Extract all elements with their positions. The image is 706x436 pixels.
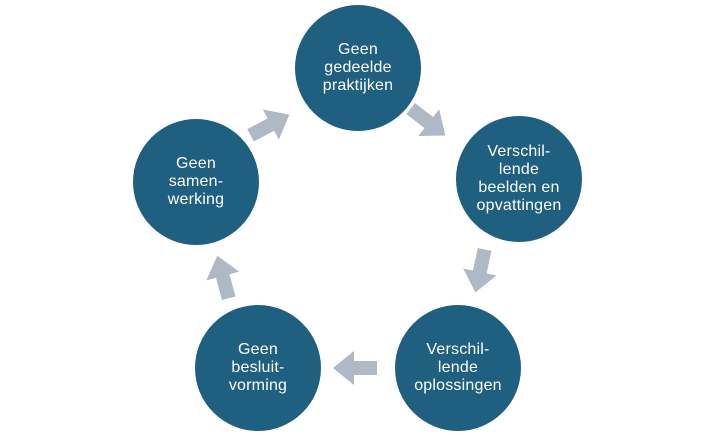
node-label-line: lende: [498, 161, 540, 178]
cycle-node-geen-samenwerking: Geen samen- werking: [131, 117, 261, 247]
cycle-node-verschillende-beelden-en-opvattingen: Verschil- lende beelden en opvattingen: [454, 114, 584, 244]
node-label-line: Verschil-: [426, 341, 490, 358]
block-arrow-up-icon: [198, 250, 249, 305]
block-arrow-down-right-icon: [398, 92, 459, 152]
node-label-line: werking: [167, 191, 225, 208]
node-label-line: praktijken: [322, 77, 394, 94]
block-arrow-up-right-icon: [240, 97, 299, 154]
node-label-line: Verschil-: [487, 143, 551, 160]
block-arrow-down-left-icon: [456, 244, 505, 297]
node-label-line: lende: [437, 359, 479, 376]
cycle-node-geen-besluitvorming: Geen besluit- vorming: [193, 303, 323, 433]
node-label-line: beelden en: [478, 179, 560, 196]
node-label-line: Geen: [338, 41, 378, 58]
block-arrow-left-icon: [332, 348, 378, 388]
node-label-line: samen-: [168, 173, 224, 190]
node-label-line: besluit-: [231, 359, 285, 376]
node-label-line: Geen: [176, 155, 216, 172]
cycle-node-geen-gedeelde-praktijken: Geen gedeelde praktijken: [293, 3, 423, 133]
node-label-line: opvattingen: [476, 197, 562, 214]
node-label-line: Geen: [238, 341, 278, 358]
node-label-line: vorming: [228, 377, 288, 394]
cycle-node-verschillende-oplossingen: Verschil- lende oplossingen: [393, 303, 523, 433]
node-label-line: oplossingen: [414, 377, 502, 394]
node-label-line: gedeelde: [324, 59, 392, 76]
